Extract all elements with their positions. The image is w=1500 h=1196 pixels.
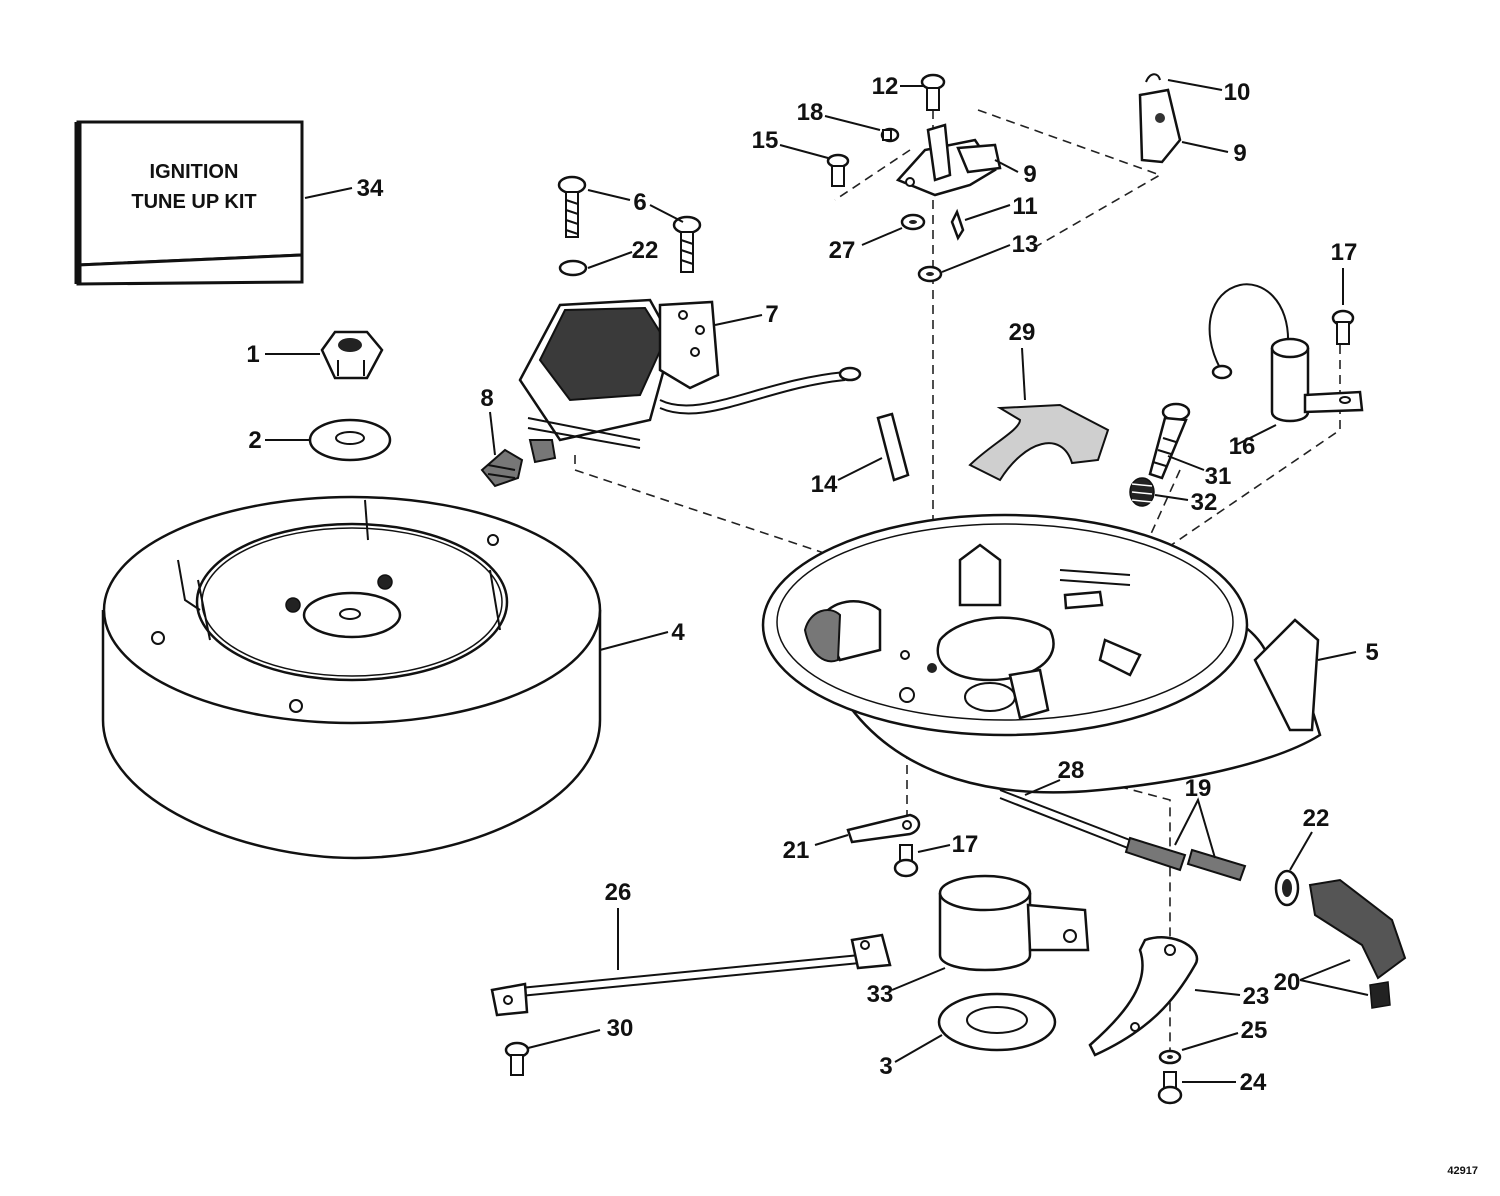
part-22-lock-washer-top: [558, 259, 588, 277]
part-20-boot-elbow: [1308, 878, 1407, 1009]
part-9-breaker-points: [895, 123, 1002, 197]
part-12-screw: [920, 73, 946, 111]
callout-11: 11: [1012, 193, 1037, 220]
callout-17-lower: 17: [952, 831, 979, 858]
callout-9-bracket: 9: [1233, 140, 1246, 167]
callout-8: 8: [480, 385, 493, 412]
leader-lines: [265, 79, 1369, 1083]
part-10-clip: [1145, 73, 1161, 83]
part-27-washer: [900, 213, 926, 231]
callout-22-top: 22: [632, 237, 659, 264]
part-32-spring: [1129, 477, 1155, 507]
part-29-felt-wick: [968, 403, 1110, 482]
part-16-condenser: [1208, 283, 1364, 423]
part-5-armature-plate: [761, 513, 1322, 794]
callout-5: 5: [1365, 639, 1378, 666]
part-25-washer: [1158, 1049, 1182, 1065]
callout-3: 3: [879, 1053, 892, 1080]
part-13-washer: [917, 265, 943, 283]
callout-4: 4: [671, 619, 685, 646]
part-17-screw-lower: [893, 844, 919, 878]
callout-32: 32: [1191, 489, 1218, 516]
callout-33: 33: [867, 981, 894, 1008]
callout-1: 1: [246, 341, 259, 368]
part-22-ring-lower: [1274, 869, 1300, 907]
kit-box-line-2: TUNE UP KIT: [131, 191, 256, 213]
callout-14: 14: [811, 471, 838, 498]
callout-30: 30: [607, 1015, 634, 1042]
part-4-flywheel: [101, 495, 602, 860]
part-7-ignition-coil: [518, 298, 862, 464]
callout-25: 25: [1241, 1017, 1268, 1044]
callout-labels: 34 1 2 4 6 22 7 8 12 18 15 9 10 9 11 27 …: [246, 73, 1378, 1096]
part-19-sleeves: [1124, 836, 1247, 882]
part-8-spark-plug-boot: [480, 448, 524, 488]
part-1-hex-nut: [320, 330, 384, 380]
callout-17-top: 17: [1331, 239, 1358, 266]
callout-24: 24: [1240, 1069, 1267, 1096]
part-9-breaker-bracket: [1138, 88, 1182, 164]
tune-up-kit-box: IGNITION TUNE UP KIT: [74, 120, 304, 286]
callout-28: 28: [1058, 757, 1085, 784]
part-2-washer: [308, 418, 392, 462]
part-21-clip: [846, 813, 921, 844]
callout-2: 2: [248, 427, 261, 454]
part-24-screw: [1157, 1071, 1183, 1105]
part-15-screw: [826, 153, 850, 187]
callout-21: 21: [783, 837, 810, 864]
part-17-screw-top: [1331, 309, 1355, 345]
part-33-clamp: [938, 874, 1090, 972]
callout-7: 7: [765, 301, 778, 328]
part-11-pin: [950, 208, 965, 241]
part-30-screw: [504, 1041, 530, 1076]
callout-15: 15: [752, 127, 779, 154]
callout-9-points: 9: [1023, 161, 1036, 188]
figure-number: 42917: [1447, 1165, 1478, 1177]
kit-box-line-1: IGNITION: [150, 161, 239, 183]
part-18-screw: [880, 127, 900, 143]
callout-22-lower: 22: [1303, 805, 1330, 832]
callout-19: 19: [1185, 775, 1212, 802]
callout-16: 16: [1229, 433, 1256, 460]
callout-12: 12: [872, 73, 899, 100]
callout-20: 20: [1274, 969, 1301, 996]
part-3-washer: [937, 992, 1057, 1052]
part-28-lead-wire: [999, 789, 1136, 851]
callout-6: 6: [633, 189, 646, 216]
callout-31: 31: [1205, 463, 1232, 490]
callout-34: 34: [357, 175, 384, 202]
callout-10: 10: [1224, 79, 1251, 106]
callout-18: 18: [797, 99, 824, 126]
part-31-screw: [1148, 402, 1191, 480]
callout-26: 26: [605, 879, 632, 906]
part-14-gasket: [876, 412, 910, 482]
callout-29: 29: [1009, 319, 1036, 346]
part-26-ground-wire: [490, 933, 892, 1017]
callout-23: 23: [1243, 983, 1270, 1010]
callout-13: 13: [1012, 231, 1039, 258]
callout-27: 27: [829, 237, 856, 264]
part-23-lever: [1088, 936, 1199, 1057]
part-6-screws: [557, 175, 702, 273]
